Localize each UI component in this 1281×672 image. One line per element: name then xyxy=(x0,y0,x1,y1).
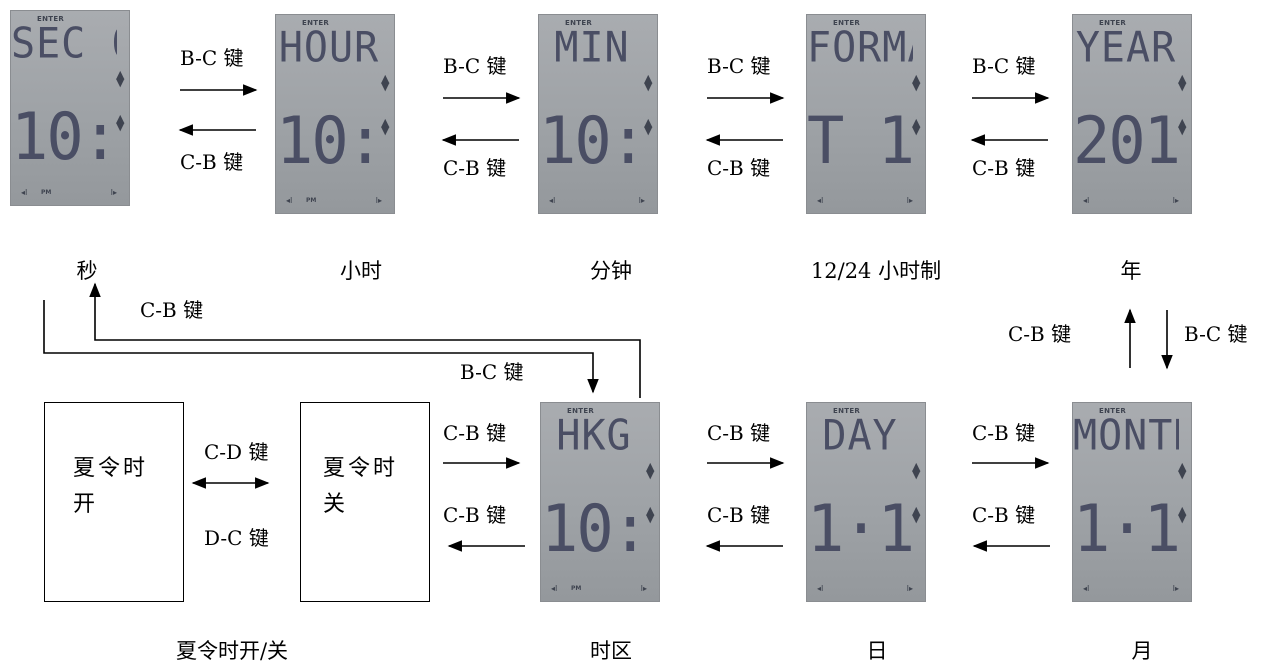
screen-bottom-text: 10:10 xyxy=(539,101,645,181)
label-year-to-month: B-C 键 xyxy=(1184,322,1248,346)
nav-left-icon: ◂I xyxy=(817,584,823,593)
label-hour-to-min: B-C 键 xyxy=(443,54,507,78)
label-day-to-zone: C-B 键 xyxy=(707,503,770,527)
label-format-to-min: C-B 键 xyxy=(707,156,770,180)
up-down-icon: ▲▼ xyxy=(1178,463,1186,479)
caption-hour: 小时 xyxy=(340,258,382,284)
nav-right-icon: I▸ xyxy=(907,584,913,593)
dst-on-text: 夏令时开 xyxy=(73,451,163,523)
nav-left-icon: ◂I xyxy=(21,188,27,197)
label-dst-dc: D-C 键 xyxy=(204,526,269,550)
label-dst-cd: C-D 键 xyxy=(204,440,268,464)
nav-right-icon: I▸ xyxy=(639,196,645,205)
label-min-to-format: B-C 键 xyxy=(707,54,771,78)
caption-year: 年 xyxy=(1121,258,1142,284)
screen-top-text: MIN xyxy=(539,24,645,72)
label-zone-to-day: C-B 键 xyxy=(707,421,770,445)
screen-month: ENTER MONTH ▲▼ ▲▼ 1·13 ◂I I▸ xyxy=(1072,402,1192,602)
nav-right-icon: I▸ xyxy=(376,196,382,205)
up-down-icon: ▲▼ xyxy=(912,463,920,479)
screen-top-text: FORMA xyxy=(807,24,913,72)
up-down-icon: ▲▼ xyxy=(646,463,654,479)
label-month-to-day: C-B 键 xyxy=(972,503,1035,527)
screen-top-text: YEAR xyxy=(1073,24,1179,72)
screen-top-text: SEC 00 xyxy=(11,20,117,68)
up-down-icon: ▲▼ xyxy=(646,507,654,523)
label-format-to-year: B-C 键 xyxy=(972,54,1036,78)
nav-left-icon: ◂I xyxy=(549,196,555,205)
nav-left-icon: ◂I xyxy=(551,584,557,593)
caption-sec: 秒 xyxy=(77,258,98,284)
dst-off-box: 夏令时关 xyxy=(300,402,430,602)
up-down-icon: ▲▼ xyxy=(644,119,652,135)
dst-off-text: 夏令时关 xyxy=(323,451,413,523)
pm-indicator: PM xyxy=(41,189,51,196)
label-year-to-format: C-B 键 xyxy=(972,156,1035,180)
screen-format: ENTER FORMA ▲▼ ▲▼ T 12H ◂I I▸ xyxy=(806,14,926,214)
up-down-icon: ▲▼ xyxy=(1178,75,1186,91)
label-off-to-zone: C-B 键 xyxy=(443,421,506,445)
dst-on-box: 夏令时开 xyxy=(44,402,184,602)
screen-bottom-text: 10:14 xyxy=(541,489,647,569)
nav-right-icon: I▸ xyxy=(1173,584,1179,593)
screen-bottom-text: T 12H xyxy=(807,101,913,181)
screen-hour: ENTER HOUR ▲▼ ▲▼ 10:10 ◂I PM I▸ xyxy=(275,14,395,214)
screen-day: ENTER DAY ▲▼ ▲▼ 1·13 ◂I I▸ xyxy=(806,402,926,602)
nav-left-icon: ◂I xyxy=(1083,584,1089,593)
up-down-icon: ▲▼ xyxy=(644,75,652,91)
up-down-icon: ▲▼ xyxy=(116,115,124,131)
pm-indicator: PM xyxy=(306,197,316,204)
screen-top-text: MONTH xyxy=(1073,412,1179,460)
up-down-icon: ▲▼ xyxy=(381,119,389,135)
screen-bottom-text: 1·13 xyxy=(1073,489,1179,569)
nav-right-icon: I▸ xyxy=(907,196,913,205)
label-sec-to-zone: B-C 键 xyxy=(460,360,524,384)
label-min-to-hour: C-B 键 xyxy=(443,156,506,180)
screen-top-text: HKG xyxy=(541,412,647,460)
label-zone-to-sec: C-B 键 xyxy=(140,298,203,322)
up-down-icon: ▲▼ xyxy=(912,75,920,91)
nav-left-icon: ◂I xyxy=(1083,196,1089,205)
nav-left-icon: ◂I xyxy=(817,196,823,205)
caption-day: 日 xyxy=(867,638,888,664)
screen-bottom-text: 1·13 xyxy=(807,489,913,569)
label-month-to-year: C-B 键 xyxy=(1008,322,1071,346)
nav-left-icon: ◂I xyxy=(286,196,292,205)
caption-format: 12/24 小时制 xyxy=(811,258,941,284)
screen-top-text: DAY xyxy=(807,412,913,460)
pm-indicator: PM xyxy=(571,585,581,592)
nav-right-icon: I▸ xyxy=(111,188,117,197)
up-down-icon: ▲▼ xyxy=(1178,507,1186,523)
label-zone-to-off: C-B 键 xyxy=(443,503,506,527)
up-down-icon: ▲▼ xyxy=(1178,119,1186,135)
nav-right-icon: I▸ xyxy=(1173,196,1179,205)
label-day-to-month: C-B 键 xyxy=(972,421,1035,445)
caption-min: 分钟 xyxy=(590,258,632,284)
caption-zone: 时区 xyxy=(590,638,632,664)
screen-year: ENTER YEAR ▲▼ ▲▼ 2011 ◂I I▸ xyxy=(1072,14,1192,214)
screen-bottom-text: 10:12 xyxy=(11,97,117,177)
up-down-icon: ▲▼ xyxy=(116,71,124,87)
up-down-icon: ▲▼ xyxy=(912,507,920,523)
label-sec-to-hour: B-C 键 xyxy=(180,46,244,70)
up-down-icon: ▲▼ xyxy=(381,75,389,91)
screen-bottom-text: 10:10 xyxy=(276,101,382,181)
screen-bottom-text: 2011 xyxy=(1073,101,1179,181)
up-down-icon: ▲▼ xyxy=(912,119,920,135)
label-hour-to-sec: C-B 键 xyxy=(180,150,243,174)
screen-sec: ENTER SEC 00 ▲▼ ▲▼ 10:12 ◂I PM I▸ xyxy=(10,10,130,206)
screen-top-text: HOUR xyxy=(276,24,382,72)
screen-zone: ENTER HKG ▲▼ ▲▼ 10:14 ◂I PM I▸ xyxy=(540,402,660,602)
caption-month: 月 xyxy=(1132,638,1153,664)
caption-dst: 夏令时开/关 xyxy=(176,638,288,664)
nav-right-icon: I▸ xyxy=(641,584,647,593)
screen-min: ENTER MIN ▲▼ ▲▼ 10:10 ◂I I▸ xyxy=(538,14,658,214)
